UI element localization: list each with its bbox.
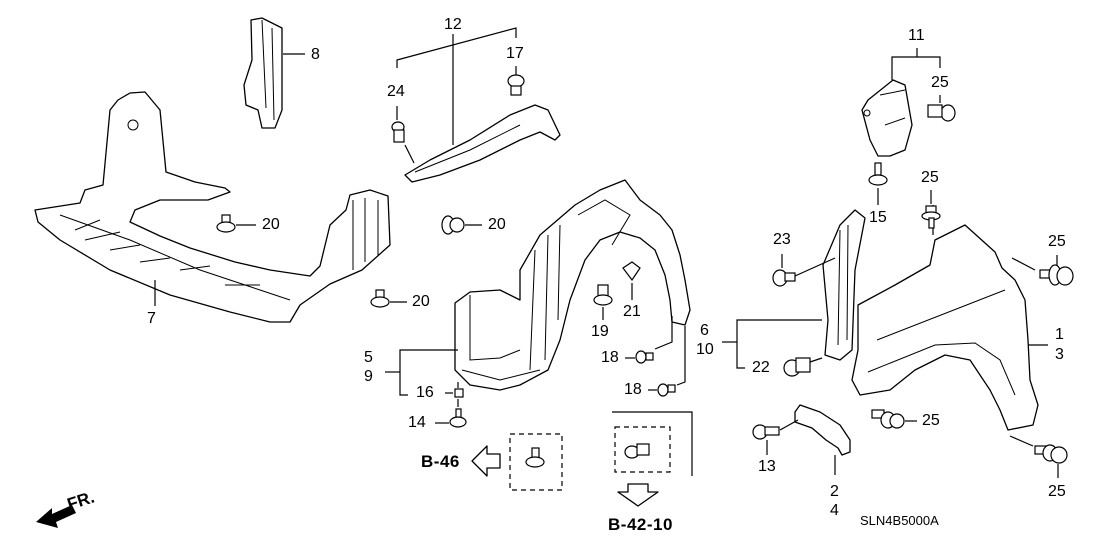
bolt-25-d	[1009, 435, 1068, 478]
callout-17: 17	[506, 45, 524, 62]
callout-13: 13	[758, 458, 776, 475]
bolt-25-a	[921, 190, 941, 229]
bolt-24-a	[391, 106, 415, 164]
callout-20-mid: 20	[488, 216, 506, 233]
nut-16	[445, 382, 464, 407]
callout-4: 4	[830, 502, 839, 519]
callout-2: 2	[830, 483, 839, 500]
part-7-under-cover	[34, 91, 391, 323]
clip-20-a	[216, 214, 256, 233]
clip-17	[507, 66, 525, 96]
bolt-23	[772, 254, 836, 287]
bolt-25-c	[871, 409, 917, 429]
part-8-bracket	[243, 17, 305, 129]
bolt-13	[752, 419, 799, 455]
callout-24-duct: 24	[387, 83, 405, 100]
arrow-left-icon	[471, 445, 501, 477]
callout-25-lower-left: 25	[922, 412, 940, 429]
callout-11: 11	[908, 27, 925, 44]
clip-21	[622, 261, 641, 300]
bolt-22	[783, 357, 823, 377]
callout-25-right: 25	[1048, 233, 1066, 250]
callout-5: 5	[364, 349, 373, 366]
callout-25-top: 25	[921, 169, 939, 186]
clip-20-c	[370, 289, 407, 308]
callout-20-low: 20	[412, 293, 430, 310]
callout-6: 6	[700, 322, 709, 339]
part-11-cover	[861, 48, 941, 157]
callout-19: 19	[591, 323, 609, 340]
front-direction-arrow-icon	[36, 505, 76, 528]
callout-21: 21	[623, 303, 641, 320]
callout-3: 3	[1055, 346, 1064, 363]
callout-14: 14	[408, 414, 426, 431]
callout-25-lower-right: 25	[1048, 483, 1066, 500]
bolt-14	[435, 408, 467, 428]
clip-18-b	[648, 326, 686, 397]
reference-label-b42-10[interactable]: B-42-10	[608, 515, 673, 534]
bolt-25-b	[1011, 255, 1074, 286]
callout-1: 1	[1055, 326, 1064, 343]
reference-b46	[471, 433, 563, 491]
callout-12: 12	[444, 16, 462, 33]
reference-b42-10	[612, 411, 693, 507]
callout-9: 9	[364, 368, 373, 385]
arrow-down-icon	[617, 483, 659, 507]
part-6-10-bracket	[722, 209, 866, 369]
callout-15: 15	[869, 209, 887, 226]
clip-20-b	[441, 215, 482, 235]
callout-10: 10	[696, 341, 714, 358]
callout-18-b: 18	[624, 381, 642, 398]
clip-19	[593, 284, 613, 320]
reference-label-b46[interactable]: B-46	[421, 452, 460, 471]
callout-23: 23	[773, 231, 791, 248]
bolt-24-b	[927, 95, 956, 122]
callout-20-left: 20	[262, 216, 280, 233]
part-1-3-fender	[851, 205, 1048, 431]
clip-18-a	[625, 316, 673, 364]
fasteners	[216, 66, 1074, 478]
callout-22: 22	[752, 359, 770, 376]
callout-18-a: 18	[601, 349, 619, 366]
diagram-code: SLN4B5000A	[860, 513, 939, 528]
callout-8: 8	[311, 46, 320, 63]
callout-7: 7	[147, 310, 156, 327]
part-12-duct	[396, 27, 561, 183]
part-2-4-bracket	[794, 404, 851, 475]
callout-16: 16	[416, 384, 434, 401]
bolt-15	[868, 162, 888, 205]
part-5-9-inner-fender	[385, 179, 691, 396]
callout-24-cover: 25	[931, 74, 949, 91]
